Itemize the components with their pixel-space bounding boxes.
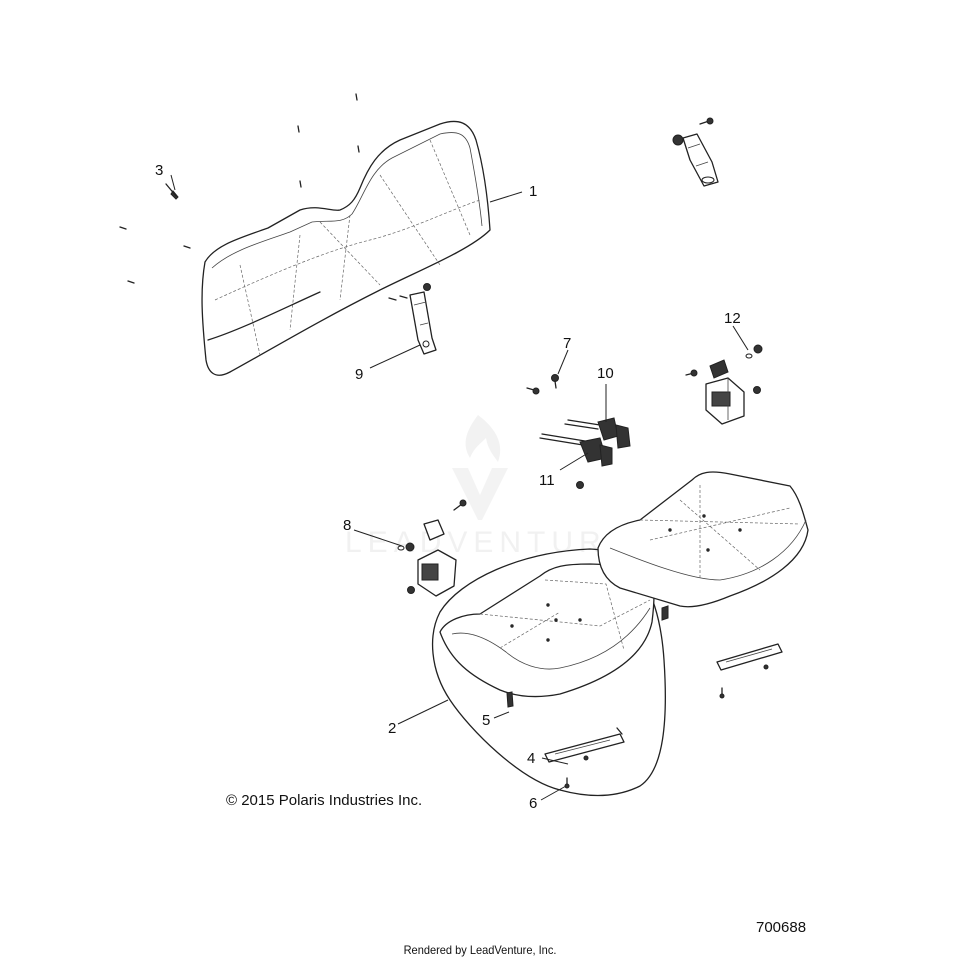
watermark-logo: LEADVENTURE <box>345 415 633 559</box>
seat-bracket-left <box>397 499 467 597</box>
callout-11: 11 <box>539 472 555 489</box>
latch-upper-right <box>672 117 719 187</box>
callout-8: 8 <box>343 517 351 534</box>
callout-7: 7 <box>563 335 571 352</box>
leader-lines <box>170 174 749 801</box>
seat-bracket-right <box>685 344 763 425</box>
copyright-text: © 2015 Polaris Industries Inc. <box>226 792 423 809</box>
callout-5: 5 <box>482 712 490 729</box>
group-outline-2 <box>431 548 666 797</box>
seat-cushion-rear <box>597 471 809 608</box>
seat-back <box>201 120 491 376</box>
screws-3 <box>119 93 360 284</box>
rendered-by-footer: Rendered by LeadVenture, Inc. <box>403 943 557 957</box>
callout-12: 12 <box>724 310 741 327</box>
mount-hardware <box>506 605 783 789</box>
callout-1: 1 <box>529 183 537 200</box>
latch-9 <box>388 283 437 355</box>
callout-9: 9 <box>355 366 363 383</box>
watermark-text: LEADVENTURE <box>345 526 633 559</box>
callout-3: 3 <box>155 162 163 179</box>
callout-2: 2 <box>388 720 396 737</box>
diagram-id: 700688 <box>756 919 807 936</box>
callout-4: 4 <box>527 750 535 767</box>
callout-6: 6 <box>529 795 537 812</box>
bolts-7 <box>526 374 584 489</box>
callout-labels: 1 2 3 4 5 6 7 8 9 10 11 12 <box>155 162 741 812</box>
buckles-10-11 <box>539 417 631 467</box>
callout-10: 10 <box>597 365 614 382</box>
seat-cushion-front <box>439 563 655 698</box>
